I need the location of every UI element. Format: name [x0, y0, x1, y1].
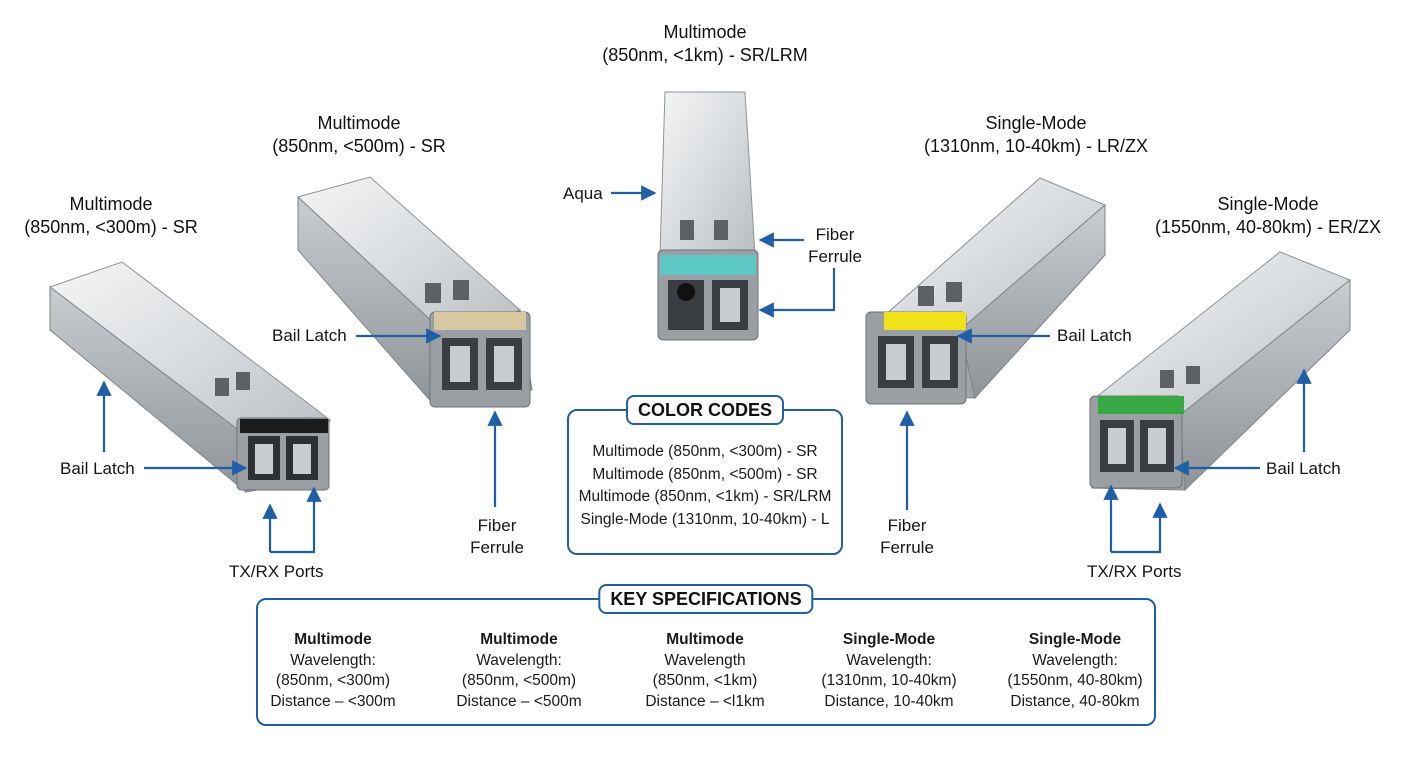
color-band-yellow: [884, 312, 966, 330]
sfp-module-2: [297, 176, 533, 408]
color-code-row: Multimode (850nm, <300m) - SR: [592, 443, 818, 460]
color-code-row: Single-Mode (1310nm, 10-40km) - L: [580, 510, 830, 528]
module-2-title: Multimode(850nm, <500m) - SR: [272, 113, 446, 156]
module-4-title: Single-Mode(1310nm, 10-40km) - LR/ZX: [923, 113, 1149, 156]
spec-column-2: Multimode Wavelength: (850nm, <500m) Dis…: [456, 631, 582, 710]
label-aqua: Aqua: [563, 184, 603, 203]
color-code-row: Multimode (850nm, <500m) - SR: [592, 465, 818, 483]
sfp-module-1: [48, 261, 331, 493]
label-txrx-5: TX/RX Ports: [1087, 562, 1182, 581]
label-bail-latch-5: Bail Latch: [1266, 459, 1341, 478]
spec-column-3: Multimode Wavelength (850nm, <1km) Dista…: [645, 631, 765, 710]
callout-arrows: [96, 185, 1312, 554]
sfp-module-3: [657, 91, 759, 341]
color-code-row: Multimode (850nm, <1km) - SR/LRM: [578, 488, 832, 505]
module-1-title: Multimode(850nm, <300m) - SR: [24, 194, 198, 237]
label-bail-latch-1: Bail Latch: [60, 459, 135, 478]
color-band-aqua: [660, 255, 756, 275]
spec-column-1: Multimode Wavelength: (850nm, <300m) Dis…: [270, 631, 396, 710]
color-codes-title: COLOR CODES: [625, 395, 785, 425]
spec-column-4: Single-Mode Wavelength: (1310nm, 10-40km…: [821, 631, 957, 710]
key-specifications-panel: KEY SPECIFICATIONS Multimode Wavelength:…: [256, 584, 1156, 726]
color-band-black: [240, 419, 328, 433]
spec-column-5: Single-Mode Wavelength: (1550nm, 40-80km…: [1007, 631, 1143, 710]
label-bail-latch-4: Bail Latch: [1057, 326, 1132, 345]
color-band-green: [1098, 396, 1184, 414]
sfp-module-4: [865, 177, 1106, 405]
key-specifications-title: KEY SPECIFICATIONS: [598, 584, 814, 614]
label-txrx-1: TX/RX Ports: [229, 562, 324, 581]
color-codes-panel: COLOR CODES Multimode (850nm, <300m) - S…: [567, 395, 843, 555]
module-5-title: Single-Mode(1550nm, 40-80km) - ER/ZX: [1154, 194, 1382, 237]
label-bail-latch-2: Bail Latch: [272, 326, 347, 345]
color-band-beige: [434, 312, 526, 330]
module-3-title: Multimode(850nm, <1km) - SR/LRM: [602, 22, 808, 65]
sfp-module-5: [1089, 251, 1351, 492]
